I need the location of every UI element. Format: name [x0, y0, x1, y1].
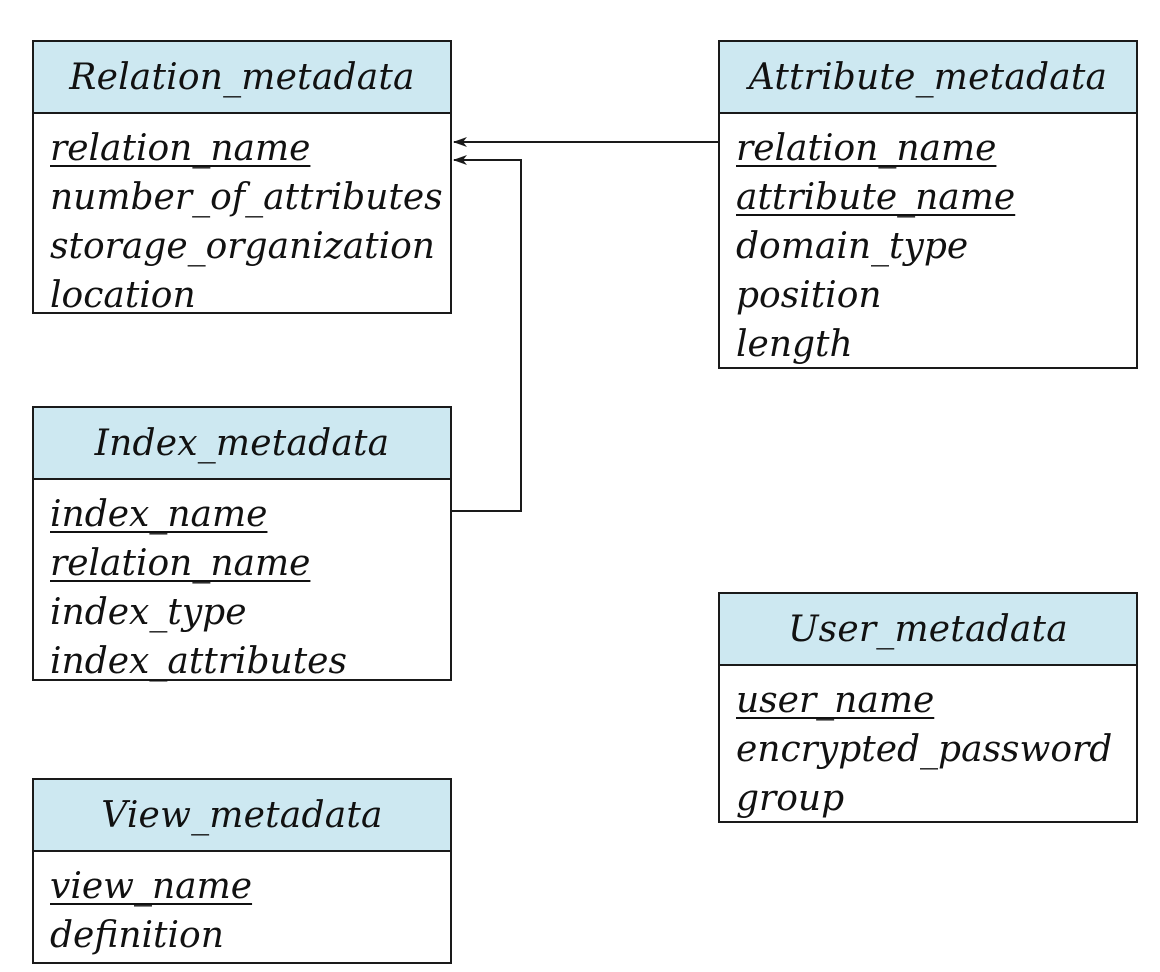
attribute-relation-name: relation_name [736, 128, 997, 169]
attribute-length: length [736, 324, 853, 365]
attribute-definition: definition [50, 915, 224, 956]
attribute-index-type: index_type [50, 592, 247, 633]
index-metadata-title: Index_metadata [34, 408, 450, 480]
relation-metadata-title: Relation_metadata [34, 42, 450, 114]
attribute-storage-organization: storage_organization [50, 226, 435, 267]
user-metadata-title: User_metadata [720, 594, 1136, 666]
user-metadata-table: User_metadata user_name encrypted_passwo… [718, 592, 1138, 823]
attribute-relation-name: relation_name [50, 128, 311, 169]
attribute-attribute-name: attribute_name [736, 177, 1016, 218]
attribute-user-name: user_name [736, 680, 935, 721]
view-metadata-table: View_metadata view_name definition [32, 778, 452, 964]
attribute-position: position [736, 275, 882, 316]
attribute-view-name: view_name [50, 866, 253, 907]
attribute-metadata-attributes: relation_name attribute_name domain_type… [720, 114, 1136, 369]
view-metadata-attributes: view_name definition [34, 852, 450, 960]
attribute-metadata-table: Attribute_metadata relation_name attribu… [718, 40, 1138, 369]
view-metadata-title: View_metadata [34, 780, 450, 852]
attribute-number-of-attributes: number_of_attributes [50, 177, 443, 218]
relation-metadata-table: Relation_metadata relation_name number_o… [32, 40, 452, 316]
attribute-group: group [736, 778, 845, 819]
attribute-domain-type: domain_type [736, 226, 969, 267]
index-metadata-table: Index_metadata index_name relation_name … [32, 406, 452, 682]
reference-arrow-index-to-relation [452, 155, 522, 512]
attribute-index-attributes: index_attributes [50, 641, 347, 682]
attribute-location: location [50, 275, 196, 316]
attribute-metadata-title: Attribute_metadata [720, 42, 1136, 114]
attribute-index-name: index_name [50, 494, 268, 535]
user-metadata-attributes: user_name encrypted_password group [720, 666, 1136, 823]
attribute-relation-name: relation_name [50, 543, 311, 584]
attribute-encrypted-password: encrypted_password [736, 729, 1113, 770]
index-metadata-attributes: index_name relation_name index_type inde… [34, 480, 450, 686]
relation-metadata-attributes: relation_name number_of_attributes stora… [34, 114, 450, 320]
